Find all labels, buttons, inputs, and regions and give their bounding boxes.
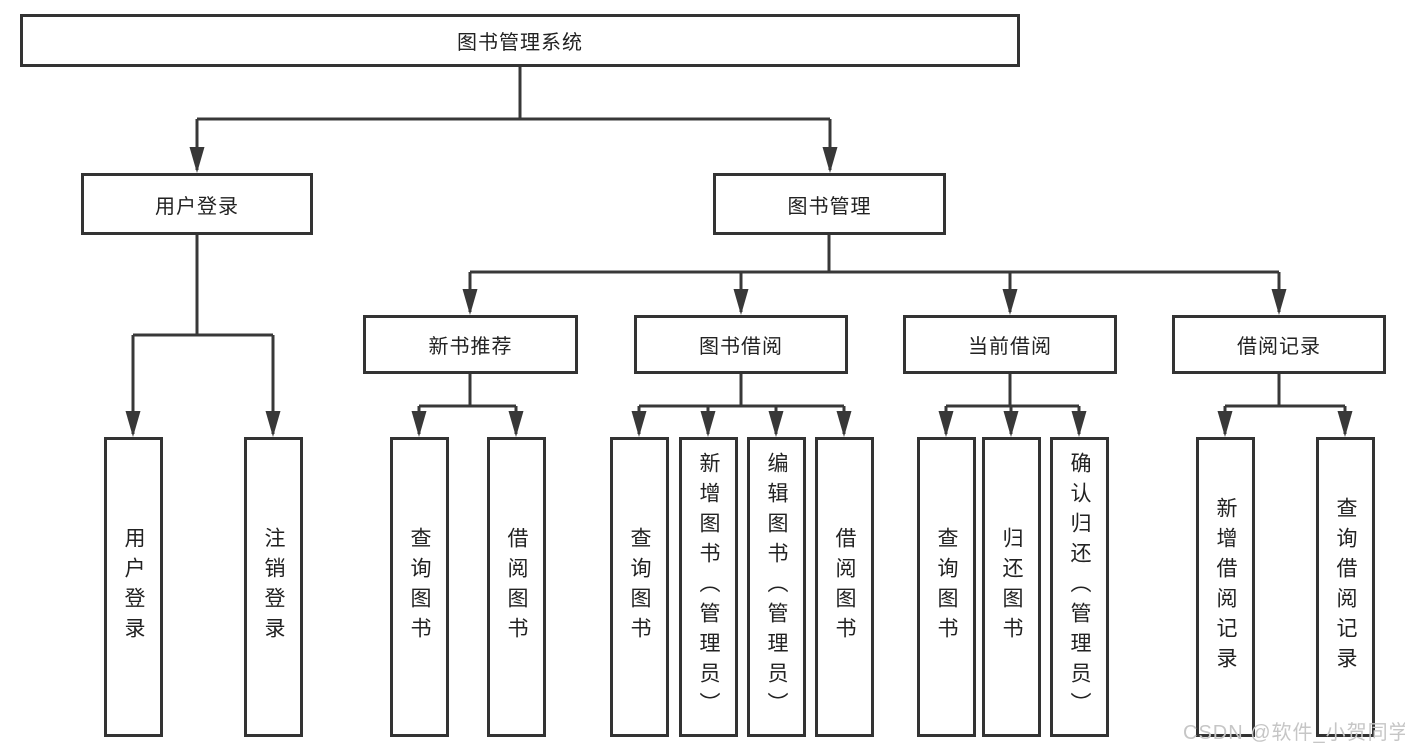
leaf-add-books-admin: 新增图书（管理员） (679, 437, 738, 737)
leaf-user-login: 用户登录 (104, 437, 163, 737)
leaf-add-borrow-record: 新增借阅记录 (1196, 437, 1255, 737)
leaf-return-books: 归还图书 (982, 437, 1041, 737)
node-book-borrowing: 图书借阅 (634, 315, 848, 374)
csdn-watermark: CSDN @软件_小贺同学 (1183, 722, 1405, 744)
leaf-logout: 注销登录 (244, 437, 303, 737)
leaf-borrow-books: 借阅图书 (815, 437, 874, 737)
leaf-query-borrow-record: 查询借阅记录 (1316, 437, 1375, 737)
node-borrowing-records: 借阅记录 (1172, 315, 1386, 374)
node-user-login: 用户登录 (81, 173, 313, 235)
leaf-edit-books-admin: 编辑图书（管理员） (747, 437, 806, 737)
leaf-confirm-return-admin: 确认归还（管理员） (1050, 437, 1109, 737)
leaf-query-books-recommend: 查询图书 (390, 437, 449, 737)
connector-paths (131, 67, 1347, 434)
node-current-borrowing: 当前借阅 (903, 315, 1117, 374)
leaf-borrow-books-recommend: 借阅图书 (487, 437, 546, 737)
node-book-management: 图书管理 (713, 173, 946, 235)
leaf-query-books-borrow: 查询图书 (610, 437, 669, 737)
node-system-root: 图书管理系统 (20, 14, 1020, 67)
node-new-book-recommend: 新书推荐 (363, 315, 578, 374)
leaf-query-books-current: 查询图书 (917, 437, 976, 737)
